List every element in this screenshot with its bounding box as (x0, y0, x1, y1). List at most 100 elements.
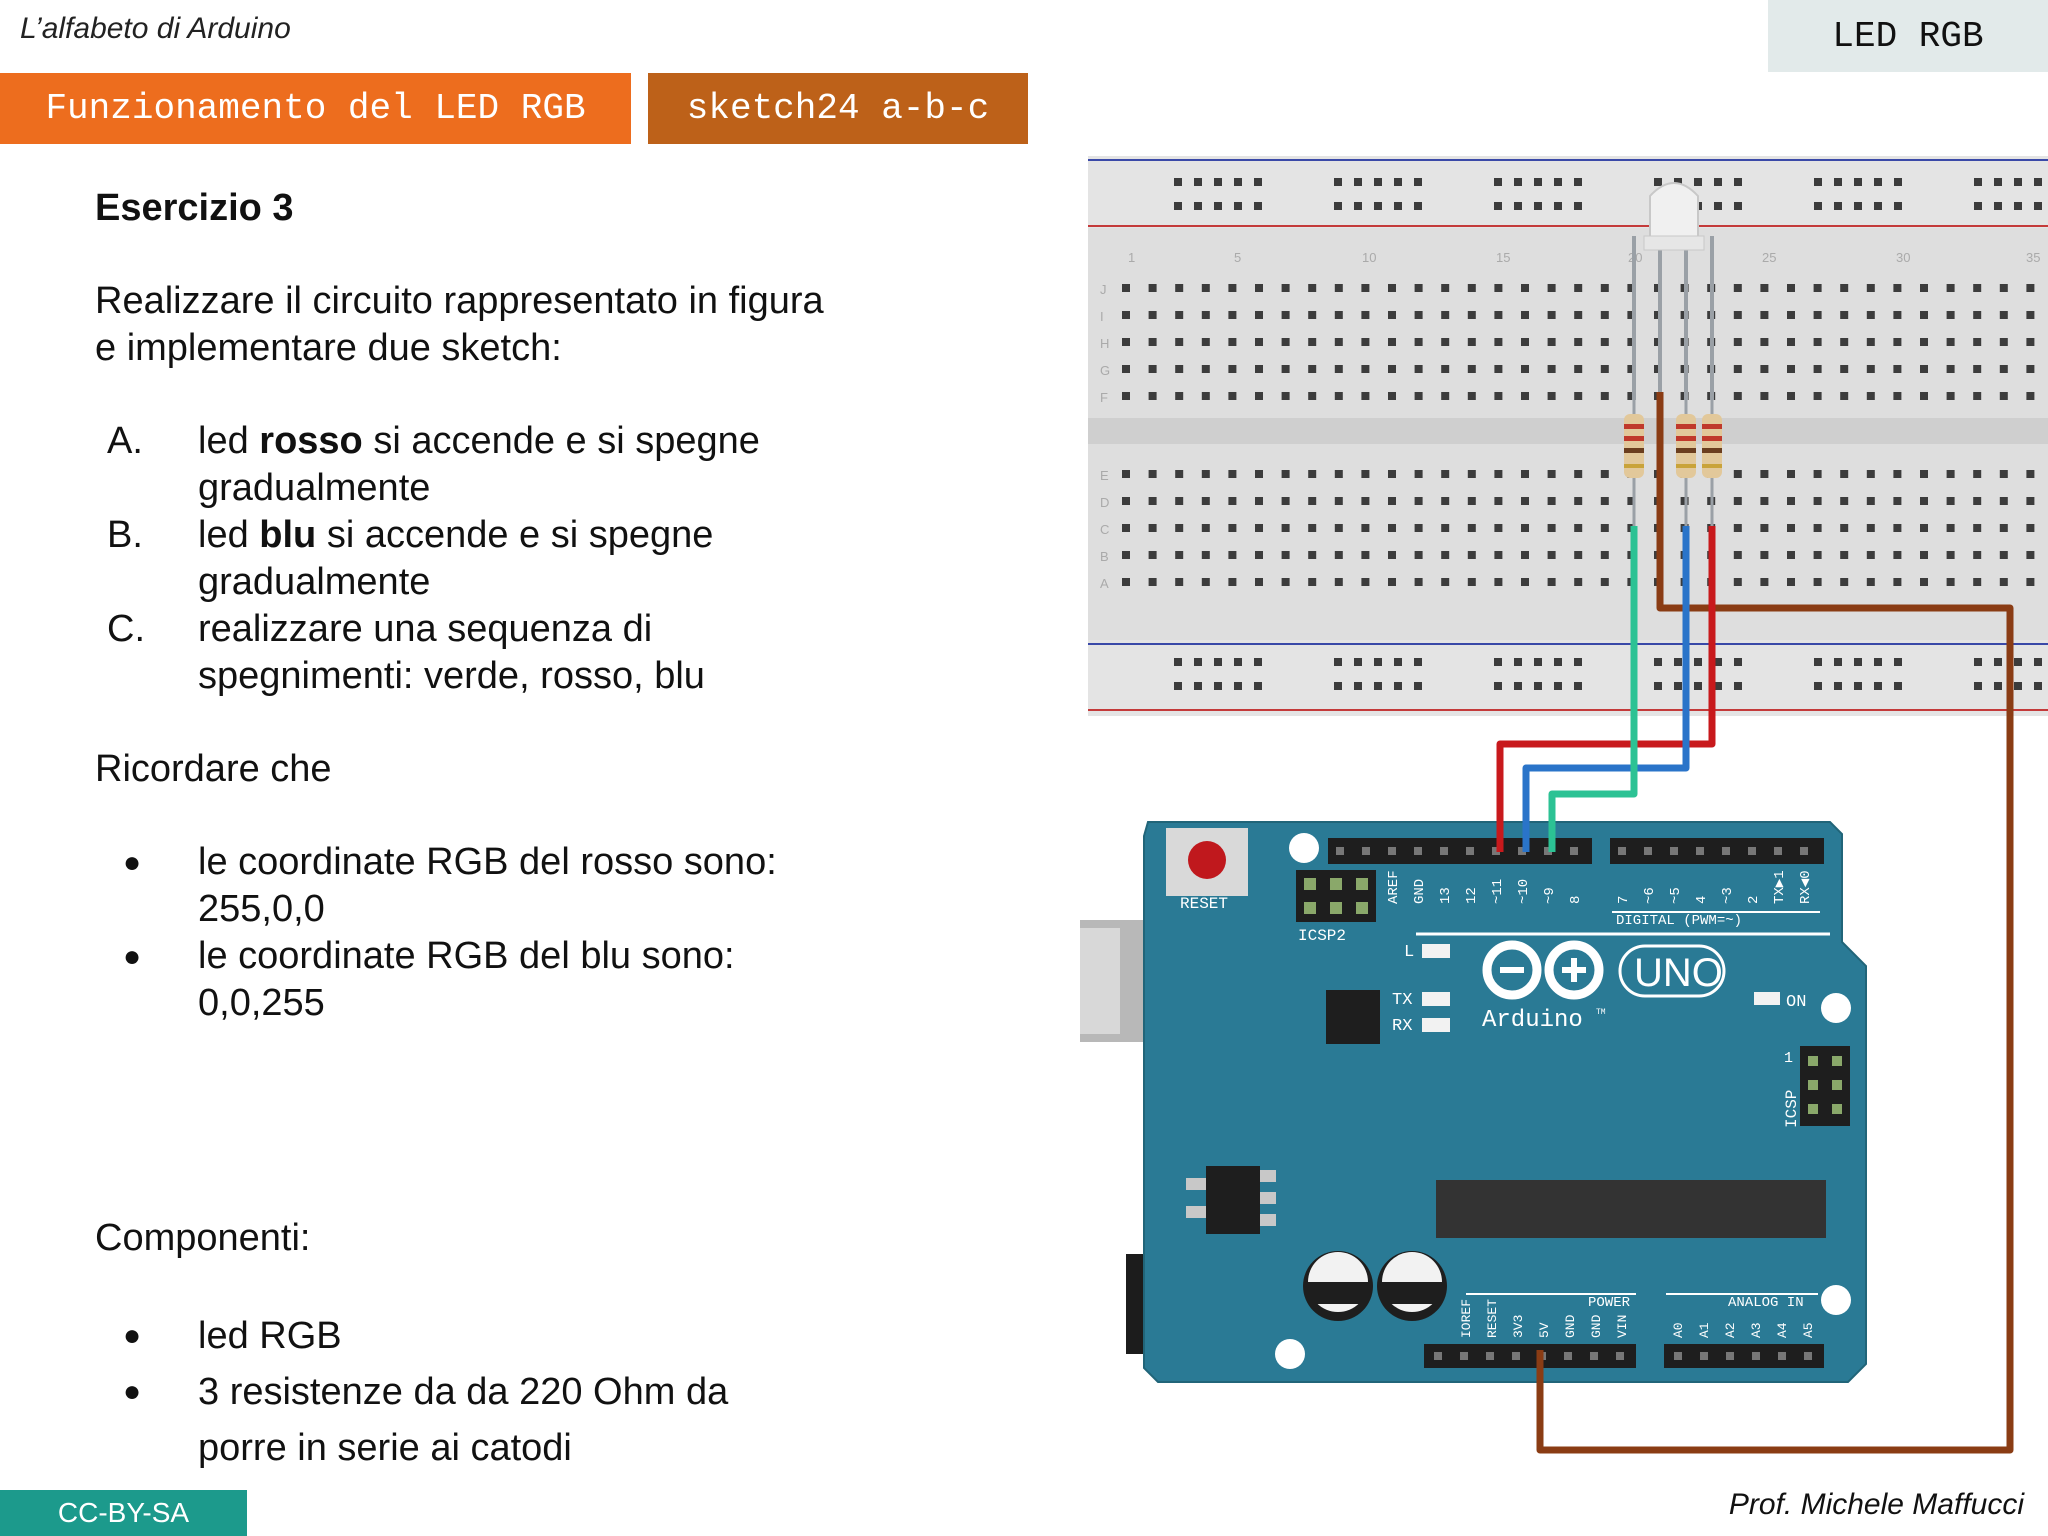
breadboard-hole (1361, 524, 1370, 532)
breadboard-hole (1840, 392, 1849, 400)
task-item: A. led rosso si accende e si spegne grad… (95, 418, 855, 512)
breadboard-hole (1547, 578, 1556, 586)
breadboard-hole (2014, 178, 2022, 186)
breadboard-hole (1974, 658, 1982, 666)
breadboard-hole (1600, 284, 1609, 292)
tab-sketch[interactable]: sketch24 a-b-c (648, 73, 1028, 144)
header-pin (1388, 847, 1396, 855)
breadboard-hole (1174, 658, 1182, 666)
breadboard-hole (1467, 497, 1476, 505)
bullet: ● (123, 1319, 142, 1352)
breadboard-hole (1654, 682, 1662, 690)
analog-pin-label: A0 (1671, 1322, 1686, 1338)
header-pin (1570, 847, 1578, 855)
breadboard-hole (1494, 470, 1503, 478)
breadboard-hole (1600, 392, 1609, 400)
breadboard-hole (1627, 497, 1636, 505)
breadboard-hole (1175, 338, 1184, 346)
breadboard-hole (1946, 284, 1955, 292)
breadboard-hole (1894, 682, 1902, 690)
breadboard-hole (1834, 682, 1842, 690)
breadboard-hole (1893, 578, 1902, 586)
breadboard-hole (1308, 578, 1317, 586)
breadboard-hole (1441, 284, 1450, 292)
breadboard-hole (1813, 497, 1822, 505)
arduino-logo: UNO Arduino TM (1482, 940, 1726, 1034)
breadboard-hole (1874, 682, 1882, 690)
breadboard-hole (1281, 524, 1290, 532)
breadboard-hole (1494, 578, 1503, 586)
breadboard-hole (1122, 578, 1130, 586)
row-letter: C (1100, 522, 1109, 537)
row-letter: A (1100, 576, 1109, 591)
header-pin (1726, 1352, 1734, 1360)
breadboard-hole (1175, 311, 1184, 319)
header-pin (1778, 1352, 1786, 1360)
breadboard-hole (1787, 551, 1795, 559)
breadboard-hole (1734, 658, 1742, 666)
breadboard-hole (1840, 338, 1849, 346)
breadboard-hole (1234, 682, 1242, 690)
breadboard-hole (1760, 470, 1769, 478)
breadboard-hole (1441, 524, 1450, 532)
breadboard-hole (1973, 497, 1982, 505)
breadboard-hole (1334, 470, 1343, 478)
breadboard-hole (1521, 365, 1529, 373)
breadboard-hole (1999, 470, 2008, 478)
digital-pin-label: ~5 (1668, 887, 1684, 904)
breadboard-hole (1467, 365, 1476, 373)
breadboard-hole (2026, 524, 2035, 532)
breadboard-hole (1201, 284, 1210, 292)
tab-rgb-led-operation[interactable]: Funzionamento del LED RGB (0, 73, 631, 144)
breadboard-hole (2014, 202, 2022, 210)
topic-badge: LED RGB (1768, 0, 2048, 72)
breadboard-hole (1394, 178, 1402, 186)
ground-wire (1536, 392, 2014, 1454)
breadboard-hole (1813, 365, 1822, 373)
breadboard-hole (1334, 178, 1342, 186)
exercise-intro: Realizzare il circuito rappresentato in … (95, 280, 824, 369)
list-item: ● led RGB (95, 1308, 855, 1364)
breadboard-hole (1308, 284, 1317, 292)
breadboard-hole (1361, 578, 1370, 586)
breadboard-hole (2026, 284, 2035, 292)
breadboard-hole (1574, 497, 1583, 505)
breadboard-hole (1414, 178, 1422, 186)
breadboard-hole (1175, 578, 1184, 586)
breadboard-hole (1228, 578, 1237, 586)
breadboard-hole (1547, 470, 1556, 478)
breadboard-hole (1414, 470, 1423, 478)
header-pin (1700, 1352, 1708, 1360)
breadboard-hole (1760, 365, 1769, 373)
breadboard-hole (2026, 470, 2035, 478)
task-marker: A. (107, 420, 143, 462)
breadboard-hole (1547, 524, 1556, 532)
breadboard-hole (1388, 338, 1396, 346)
rgb-led (1632, 182, 1714, 400)
breadboard-hole (1547, 551, 1556, 559)
header-pin (1486, 1352, 1494, 1360)
breadboard-hole (1854, 178, 1862, 186)
breadboard-hole (1866, 578, 1875, 586)
breadboard-hole (1361, 365, 1370, 373)
breadboard-hole (1733, 365, 1742, 373)
column-number: 10 (1362, 250, 1376, 265)
breadboard-hole (1787, 524, 1795, 532)
breadboard-hole (1787, 311, 1795, 319)
breadboard-hole (2034, 178, 2042, 186)
breadboard-hole (1994, 658, 2002, 666)
breadboard-hole (1834, 202, 1842, 210)
breadboard-hole (1999, 311, 2008, 319)
breadboard-hole (1813, 392, 1822, 400)
task-text: realizzare una sequenza di spegnimenti: … (198, 608, 705, 697)
breadboard-hole (1920, 578, 1928, 586)
breadboard-hole (1174, 202, 1182, 210)
breadboard-hole (1760, 311, 1769, 319)
breadboard-hole (1228, 284, 1237, 292)
breadboard-hole (1334, 524, 1343, 532)
breadboard-hole (1574, 682, 1582, 690)
breadboard-hole (1201, 365, 1210, 373)
breadboard-hole (1441, 551, 1450, 559)
header-pin (1804, 1352, 1812, 1360)
